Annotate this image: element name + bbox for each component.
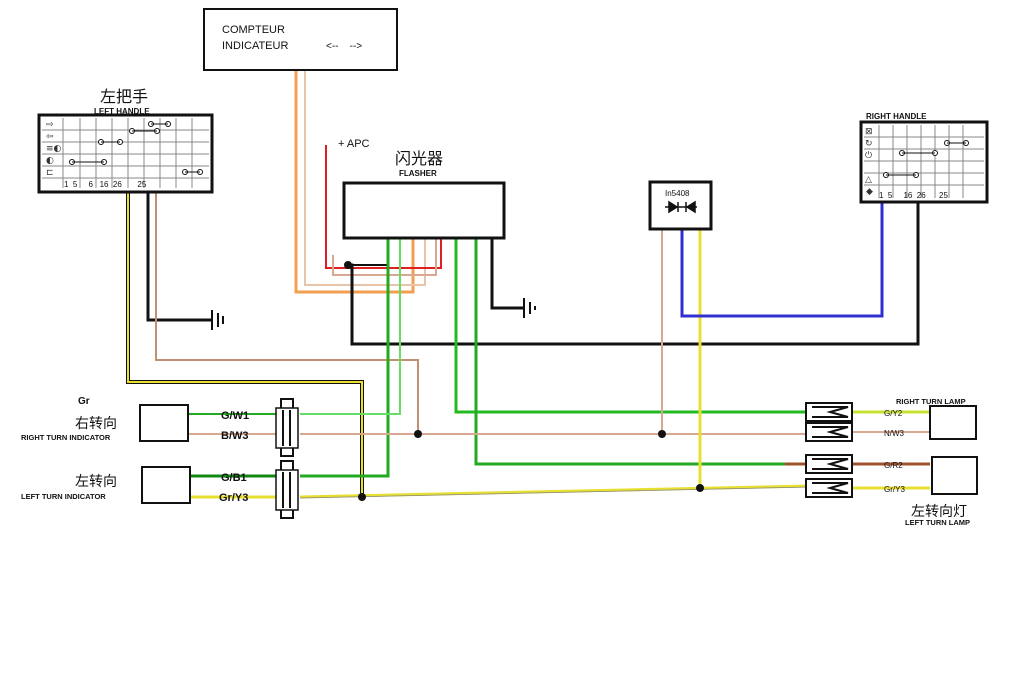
wire-black-loop [146, 192, 212, 322]
wire-label-gw1: G/W1 [221, 410, 249, 422]
meter-label-2: INDICATEUR [222, 40, 288, 52]
diode-box [648, 180, 713, 231]
right-handle-switch: ⊠ ↻ ⏻ △ ◆ [859, 120, 989, 204]
diode-label: In5408 [665, 189, 690, 198]
wire-label-gb1: G/B1 [221, 472, 247, 484]
left-lamp-en: LEFT TURN LAMP [905, 518, 970, 527]
ground-symbol [523, 298, 536, 318]
wire-gry3-right-dark [299, 486, 811, 499]
wire-orange-meter [294, 70, 415, 294]
wire-green-right-lamp [454, 238, 810, 414]
right-indicator-box [139, 404, 189, 442]
flasher-cn: 闪光器 [395, 149, 443, 168]
left-lamp-box [931, 456, 978, 495]
junction-dot [344, 261, 352, 269]
junction-dot [658, 430, 666, 438]
right-indicator-cn: 右转向 [75, 416, 117, 432]
wire-lightgreen-gw1 [300, 238, 401, 415]
wire-black-flasher [348, 238, 389, 266]
diode-symbol [665, 200, 697, 214]
lamp-wire-gry3: Gr/Y3 [884, 485, 905, 494]
wire-yellow-lh [127, 192, 363, 497]
flasher-box [342, 181, 506, 240]
lamp-connector-4 [805, 478, 853, 498]
left-indicator-box [141, 466, 191, 504]
junction-dot [358, 493, 366, 501]
left-handle-cn: 左把手 [100, 87, 148, 106]
left-handle-en: LEFT HANDLE [94, 107, 150, 116]
apc-label: + APC [338, 138, 370, 150]
ignition-icon: ⏻ [865, 150, 872, 161]
left-indicator-cn: 左转向 [75, 474, 117, 490]
right-indicator-en: RIGHT TURN INDICATOR [21, 433, 111, 442]
wire-tan-lh [155, 192, 419, 434]
dot-icon: ◆ [866, 187, 873, 197]
lamp-wire-nw3: N/W3 [884, 429, 905, 438]
lamp-wire-gy2: G/Y2 [884, 409, 903, 418]
ground-symbol [211, 310, 224, 330]
connector-upper [275, 398, 299, 457]
light-icon: ≡◐ [46, 144, 62, 154]
wire-tan-apc [332, 238, 437, 276]
start-icon: ↻ [865, 139, 873, 149]
left-handle-pins: 1 5 6 16 26 25 [64, 180, 147, 189]
wire-red-apc [325, 145, 442, 269]
right-handle-pins: 1 5 16 26 25 [879, 191, 948, 200]
junctions [344, 261, 704, 501]
lamp-connector-2 [805, 422, 853, 442]
wire-blue-diode [680, 202, 884, 318]
flasher-en: FLASHER [399, 169, 437, 178]
right-handle-en: RIGHT HANDLE [866, 112, 927, 121]
connector-lower [275, 460, 299, 519]
left-indicator-en: LEFT TURN INDICATOR [21, 492, 106, 501]
left-lamp-cn: 左转向灯 [911, 504, 967, 520]
wire-green-left-lamp [474, 238, 810, 466]
wire-tan-meter [304, 70, 426, 286]
right-lamp-box [929, 405, 977, 440]
gr-label: Gr [78, 396, 90, 407]
meter-arrows: <-- --> [326, 41, 362, 52]
junction-dot [414, 430, 422, 438]
meter-label-1: COMPTEUR [222, 24, 285, 36]
arrow-left-icon: ⇦ [46, 132, 54, 142]
beam-icon: ◐ [46, 156, 54, 166]
hazard-icon: △ [865, 175, 872, 185]
horn-icon: ⊏ [46, 168, 54, 178]
kill-switch-icon: ⊠ [865, 127, 873, 137]
wire-label-gry3: Gr/Y3 [219, 492, 248, 504]
lamp-connector-1 [805, 402, 853, 422]
left-handle-switch: ⇨ ⇦ ≡◐ ◐ ⊏ [37, 113, 214, 194]
right-lamp-en: RIGHT TURN LAMP [896, 397, 966, 406]
wire-green-gb1 [300, 238, 390, 478]
wire-gry3-right [299, 484, 811, 499]
wire-black-ground [490, 238, 524, 310]
arrow-right-icon: ⇨ [46, 120, 54, 130]
lamp-wire-gr2: G/R2 [884, 461, 903, 470]
meter-box [203, 8, 398, 71]
junction-dot [696, 484, 704, 492]
lamp-connector-3 [805, 454, 853, 474]
wire-label-bw3: B/W3 [221, 430, 249, 442]
